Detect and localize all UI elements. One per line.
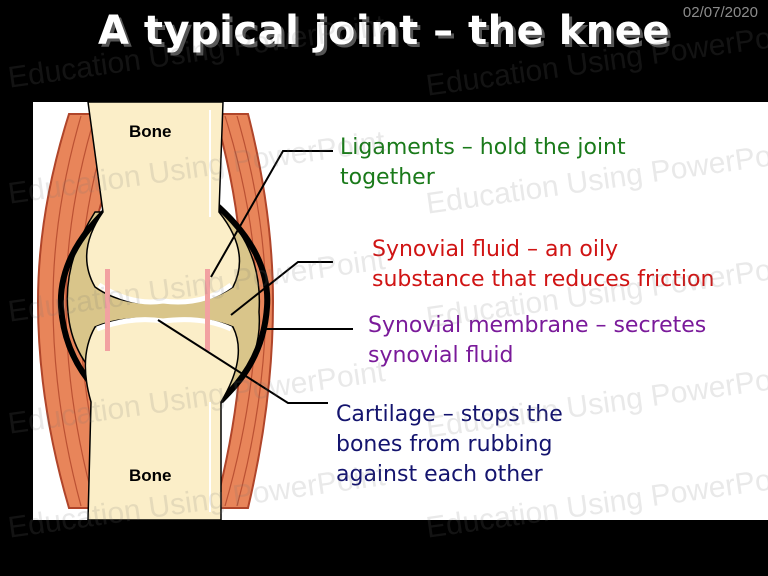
leader-cartilage [157, 319, 328, 404]
diagram-panel: Bone Bone Ligaments – hold the joint tog… [33, 102, 768, 520]
ligament-left [105, 269, 110, 351]
cartilage-top [97, 282, 233, 305]
cartilage-bottom [96, 317, 233, 332]
bone-label-bottom: Bone [129, 466, 172, 485]
slide-title: A typical joint – the knee [97, 8, 671, 54]
label-ligaments-line-2: together [340, 165, 435, 190]
leader-synovial-fluid [230, 261, 333, 316]
membrane-right [211, 199, 271, 410]
label-cartilage-line-1: Cartilage – stops the [336, 402, 563, 427]
slide-date: 02/07/2020 [682, 4, 758, 21]
label-ligaments: Ligaments – hold the joint together [340, 133, 626, 193]
label-cartilage-line-3: against each other [336, 462, 543, 487]
label-synovial-membrane: Synovial membrane – secretes synovial fl… [368, 311, 706, 371]
knee-joint-diagram [36, 102, 353, 520]
label-synovial-fluid: Synovial fluid – an oily substance that … [372, 235, 714, 295]
label-synovial-fluid-line-1: Synovial fluid – an oily [372, 237, 619, 262]
bone-label-top: Bone [129, 122, 172, 141]
leader-ligaments [210, 150, 333, 278]
label-synovial-fluid-line-2: substance that reduces friction [372, 267, 715, 292]
label-ligaments-line-1: Ligaments – hold the joint [340, 135, 626, 160]
ligament-right [205, 269, 210, 351]
label-synovial-membrane-line-2: synovial fluid [368, 343, 514, 368]
label-cartilage: Cartilage – stops the bones from rubbing… [336, 400, 563, 490]
label-cartilage-line-2: bones from rubbing [336, 432, 553, 457]
label-synovial-membrane-line-1: Synovial membrane – secretes [368, 313, 707, 338]
